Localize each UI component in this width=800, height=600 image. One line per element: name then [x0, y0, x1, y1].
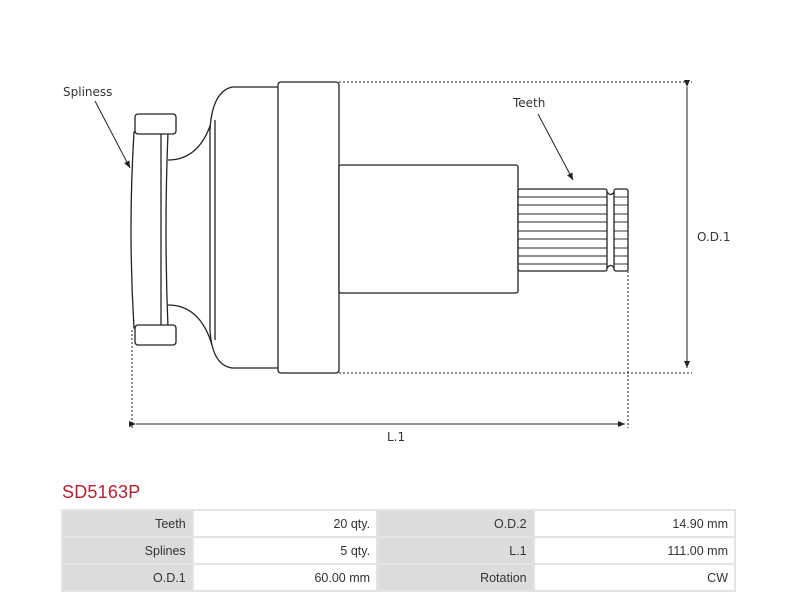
l1-label: L.1 [387, 430, 405, 444]
spec-label: O.D.2 [376, 509, 535, 538]
shaft [338, 164, 519, 294]
od1-label: O.D.1 [697, 230, 730, 244]
flange [277, 81, 340, 374]
spec-label: Teeth [61, 509, 194, 538]
spec-value: 14.90 mm [532, 509, 737, 538]
spec-value: 111.00 mm [532, 536, 737, 565]
spec-label: O.D.1 [61, 563, 194, 592]
clutch-housing [209, 86, 278, 369]
teeth-leader-arrow [537, 113, 574, 181]
teeth-label: Teeth [512, 96, 545, 110]
table-row: Splines 5 qty. L.1 111.00 mm [61, 536, 737, 565]
starter-drive-diagram: Spliness Teeth O.D.1 L.1 [63, 80, 730, 444]
spline-ring [130, 131, 169, 329]
spec-value: 20 qty. [191, 509, 379, 538]
specs-table: Teeth 20 qty. O.D.2 14.90 mm Splines 5 q… [61, 509, 737, 592]
spliness-label: Spliness [63, 85, 112, 99]
ring-tab-top [134, 113, 177, 135]
spec-value: CW [532, 563, 737, 592]
spec-label: L.1 [376, 536, 535, 565]
dimension-extension-lines [131, 81, 692, 428]
spec-value: 5 qty. [191, 536, 379, 565]
spliness-leader-arrow [94, 100, 131, 169]
pinion-end [613, 188, 629, 272]
spec-label: Splines [61, 536, 194, 565]
spec-label: Rotation [376, 563, 535, 592]
table-row: O.D.1 60.00 mm Rotation CW [61, 563, 737, 592]
pinion-teeth [517, 188, 608, 272]
part-number-title: SD5163P [62, 482, 141, 502]
table-row: Teeth 20 qty. O.D.2 14.90 mm [61, 509, 737, 538]
ring-tab-bottom [134, 324, 177, 346]
spec-value: 60.00 mm [191, 563, 379, 592]
